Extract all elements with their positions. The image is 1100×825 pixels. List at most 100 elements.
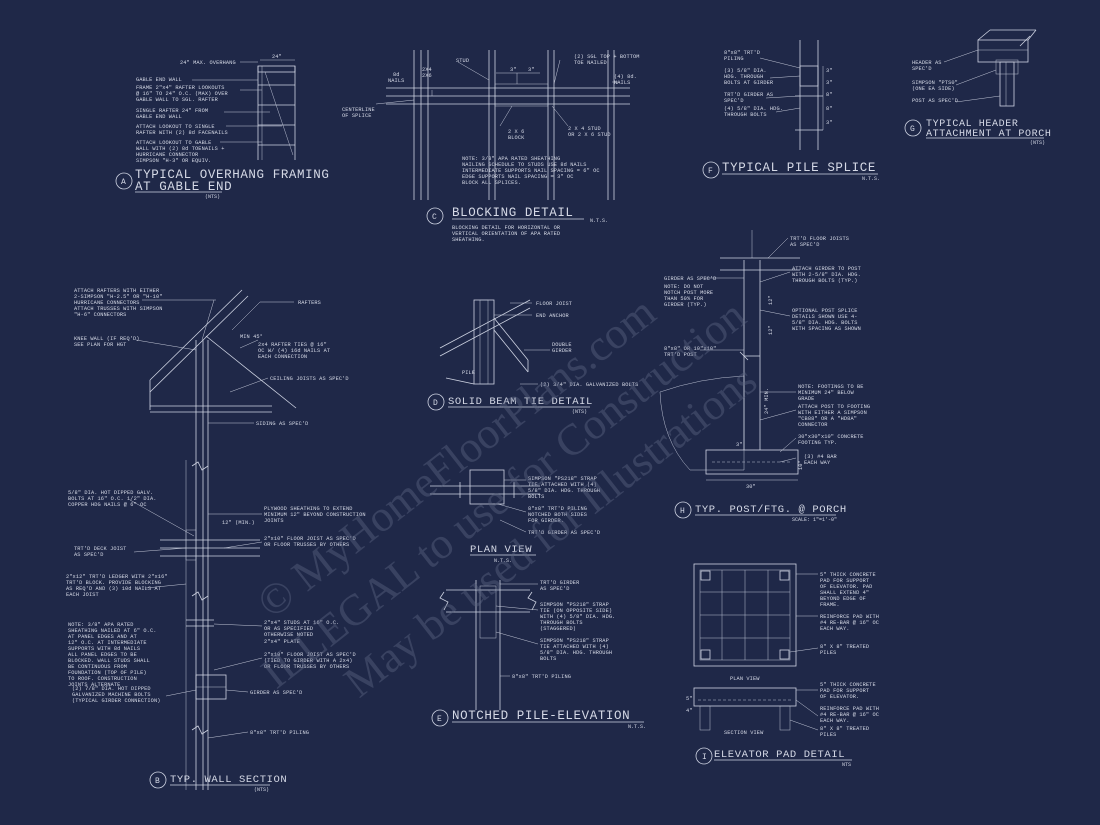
detail-a-note-2: FRAME 2"x4" RAFTER LOOKOUTS: [136, 85, 225, 91]
detail-b-note-21: TRT'D DECK JOIST: [74, 546, 126, 552]
detail-d-letter: D: [433, 399, 438, 408]
detail-a-scale: (NTS): [205, 194, 220, 200]
detail-i-section-note-0: 5" THICK CONCRETE: [820, 682, 876, 688]
detail-g-marker: [904, 119, 922, 137]
detail-i-section-note-3: REINFORCE PAD WITH: [820, 706, 879, 712]
detail-c-title: BLOCKING DETAIL: [452, 206, 574, 220]
detail-b-note-34: ALL PANEL EDGES TO BE: [68, 652, 137, 658]
detail-f-pile-splice: 8"x8" TRT'D PILING (3) 5/8" DIA. HDG. TH…: [702, 40, 880, 182]
detail-b-note-32: 12" O.C. AT INTERMEDIATE: [68, 640, 147, 646]
detail-d-scale: (NTS): [572, 409, 587, 415]
detail-c-top-note-16: 3": [528, 67, 535, 73]
detail-i-plan-note-5: FRAME.: [820, 602, 840, 608]
detail-a-overhang-framing: 24" 24" MAX. OVERHANG GABLE END WALL FRA…: [115, 54, 329, 200]
detail-e-note-11: TIE (ON OPPOSITE SIDE): [540, 608, 612, 614]
detail-i-section-note-1: PAD FOR SUPPORT: [820, 688, 869, 694]
detail-d-note-5: (2) 3/4" DIA. GALVANIZED BOLTS: [540, 382, 638, 388]
detail-h-note-8: WITH 2-5/8" DIA. HDG.: [792, 272, 861, 278]
detail-b-note-48: GALVANIZED MACHINE BOLTS: [72, 692, 151, 698]
detail-h-note-1: AS SPEC'D: [790, 242, 820, 248]
detail-h-post-footing: TRT'D FLOOR JOISTS AS SPEC'D GIRDER AS S…: [659, 230, 870, 523]
detail-c-note-0: NOTE: 3/8" APA RATED SHEATHING: [462, 156, 560, 162]
detail-a-note-4: GABLE WALL TO SGL. RAFTER: [136, 97, 219, 103]
detail-h-note-15: TRT'D POST: [664, 352, 697, 358]
detail-a-note-7: ATTACH LOOKOUT TO SINGLE: [136, 124, 215, 130]
detail-b-note-51: 8"x8" TRT'D PILING: [250, 730, 309, 736]
detail-b-note-10: OC W/ (4) 16d NAILS AT: [258, 348, 330, 354]
detail-a-note-12: SIMPSON "H-3" OR EQUIV.: [136, 158, 211, 164]
detail-c-top-note-11: 2 X 6: [508, 129, 524, 135]
detail-b-scale: (NTS): [254, 787, 269, 793]
detail-h-marker: [674, 501, 692, 519]
detail-e-marker: [431, 709, 449, 727]
detail-h-note-0: TRT'D FLOOR JOISTS: [790, 236, 849, 242]
detail-i-plan-note-2: OF ELEVATOR. PAD: [820, 584, 872, 590]
detail-c-top-note-15: 3": [510, 67, 517, 73]
detail-b-note-0: ATTACH RAFTERS WITH EITHER: [74, 288, 160, 294]
detail-c-top-note-9: CENTERLINE: [342, 107, 375, 113]
detail-e-note-9: AS SPEC'D: [540, 586, 570, 592]
detail-a-note-11: HURRICANE CONNECTOR: [136, 152, 199, 158]
detail-d-note-0: FLOOR JOIST: [536, 301, 572, 307]
detail-a-note-6: GABLE END WALL: [136, 114, 182, 120]
detail-h-dim-5: 3": [736, 442, 743, 448]
detail-b-note-2: HURRICANE CONNECTORS: [74, 300, 140, 306]
detail-f-dim-2: 8": [826, 92, 833, 98]
detail-i-plan-note-10: PILES: [820, 650, 836, 656]
detail-d-note-3: GIRDER: [552, 348, 572, 354]
detail-b-note-31: AT PANEL EDGES AND AT: [68, 634, 137, 640]
detail-h-dim-3: 12": [768, 325, 774, 335]
detail-d-note-4: PILE: [462, 370, 475, 376]
detail-g-note-3: (ONE EA SIDE): [912, 86, 955, 92]
detail-h-note-2: GIRDER AS SPEC'D: [664, 276, 716, 282]
detail-e-note-10: SIMPSON "PS218" STRAP: [540, 602, 609, 608]
detail-e-plan-scale: N.T.S.: [494, 558, 512, 564]
detail-e-notched-pile: SIMPSON "PS218" STRAP TIE ATTACHED WITH …: [430, 469, 646, 730]
detail-e-note-6: FOR GIRDER.: [528, 518, 564, 524]
detail-b-note-28: EACH JOIST: [66, 592, 99, 598]
detail-a-note-5: SINGLE RAFTER 24" FROM: [136, 108, 208, 114]
detail-b-note-29: NOTE: 3/8" APA RATED: [68, 622, 134, 628]
detail-f-dim-3: 8": [826, 106, 833, 112]
detail-b-note-5: RAFTERS: [298, 300, 321, 306]
detail-c-top-note-14: OR 2 X 6 STUD: [568, 132, 611, 138]
detail-c-note-3: EDGE SUPPORTS NAIL SPACING = 3" OC: [462, 174, 573, 180]
detail-b-note-6: MIN 45°: [240, 334, 263, 340]
detail-c-top-note-7: (4) 8d.: [614, 74, 637, 80]
detail-f-marker: [702, 161, 720, 179]
detail-f-dim-1: 3": [826, 80, 833, 86]
detail-i-title: ELEVATOR PAD DETAIL: [714, 749, 845, 761]
detail-e-note-3: BOLTS: [528, 494, 544, 500]
detail-c-top-note-10: OF SPLICE: [342, 113, 372, 119]
detail-c-caption-0: BLOCKING DETAIL FOR HORIZONTAL OR: [452, 225, 561, 231]
detail-d-title: SOLID BEAM TIE DETAIL: [448, 396, 593, 408]
detail-b-note-14: 5/8" DIA. HOT DIPPED GALV.: [68, 490, 153, 496]
detail-e-title: NOTCHED PILE-ELEVATION: [452, 709, 630, 723]
detail-h-title: TYP. POST/FTG. @ PORCH: [695, 504, 847, 516]
detail-b-note-33: SUPPORTS WITH 8d NAILS: [68, 646, 140, 652]
detail-h-note-23: 30"x30"x10" CONCRETE: [798, 434, 864, 440]
detail-h-note-22: CONNECTOR: [798, 422, 828, 428]
detail-c-letter: C: [432, 213, 437, 222]
detail-e-note-13: THROUGH BOLTS: [540, 620, 583, 626]
detail-h-note-24: FOOTING TYP.: [798, 440, 837, 446]
detail-h-note-18: GRADE: [798, 396, 814, 402]
detail-i-plan-note-1: PAD FOR SUPPORT: [820, 578, 869, 584]
detail-b-note-3: ATTACH TRUSSES WITH SIMPSON: [74, 306, 163, 312]
detail-b-note-20: 12" (MIN.): [222, 520, 255, 526]
detail-f-note-5: TRT'D GIRDER AS: [724, 92, 773, 98]
detail-b-note-22: AS SPEC'D: [74, 552, 104, 558]
detail-e-letter: E: [437, 715, 442, 724]
detail-b-note-7: KNEE WALL (IF REQ'D): [74, 336, 140, 342]
watermark: © MyHomeFloorPlans.com ILLEGAL to use fo…: [248, 287, 766, 707]
detail-h-note-6: GIRDER (TYP.): [664, 302, 707, 308]
detail-i-marker: [695, 747, 713, 765]
detail-h-note-4: NOTCH POST MORE: [664, 290, 713, 296]
detail-e-note-8: TRT'D GIRDER: [540, 580, 580, 586]
detail-b-note-36: BE CONTINUOUS FROM: [68, 664, 127, 670]
detail-g-note-2: SIMPSON "PTS0": [912, 80, 958, 86]
detail-g-scale: (NTS): [1030, 140, 1045, 146]
detail-f-letter: F: [708, 167, 713, 176]
detail-h-note-14: 8"x8" OR 10"x10": [664, 346, 716, 352]
detail-i-plan-note-0: 5" THICK CONCRETE: [820, 572, 876, 578]
